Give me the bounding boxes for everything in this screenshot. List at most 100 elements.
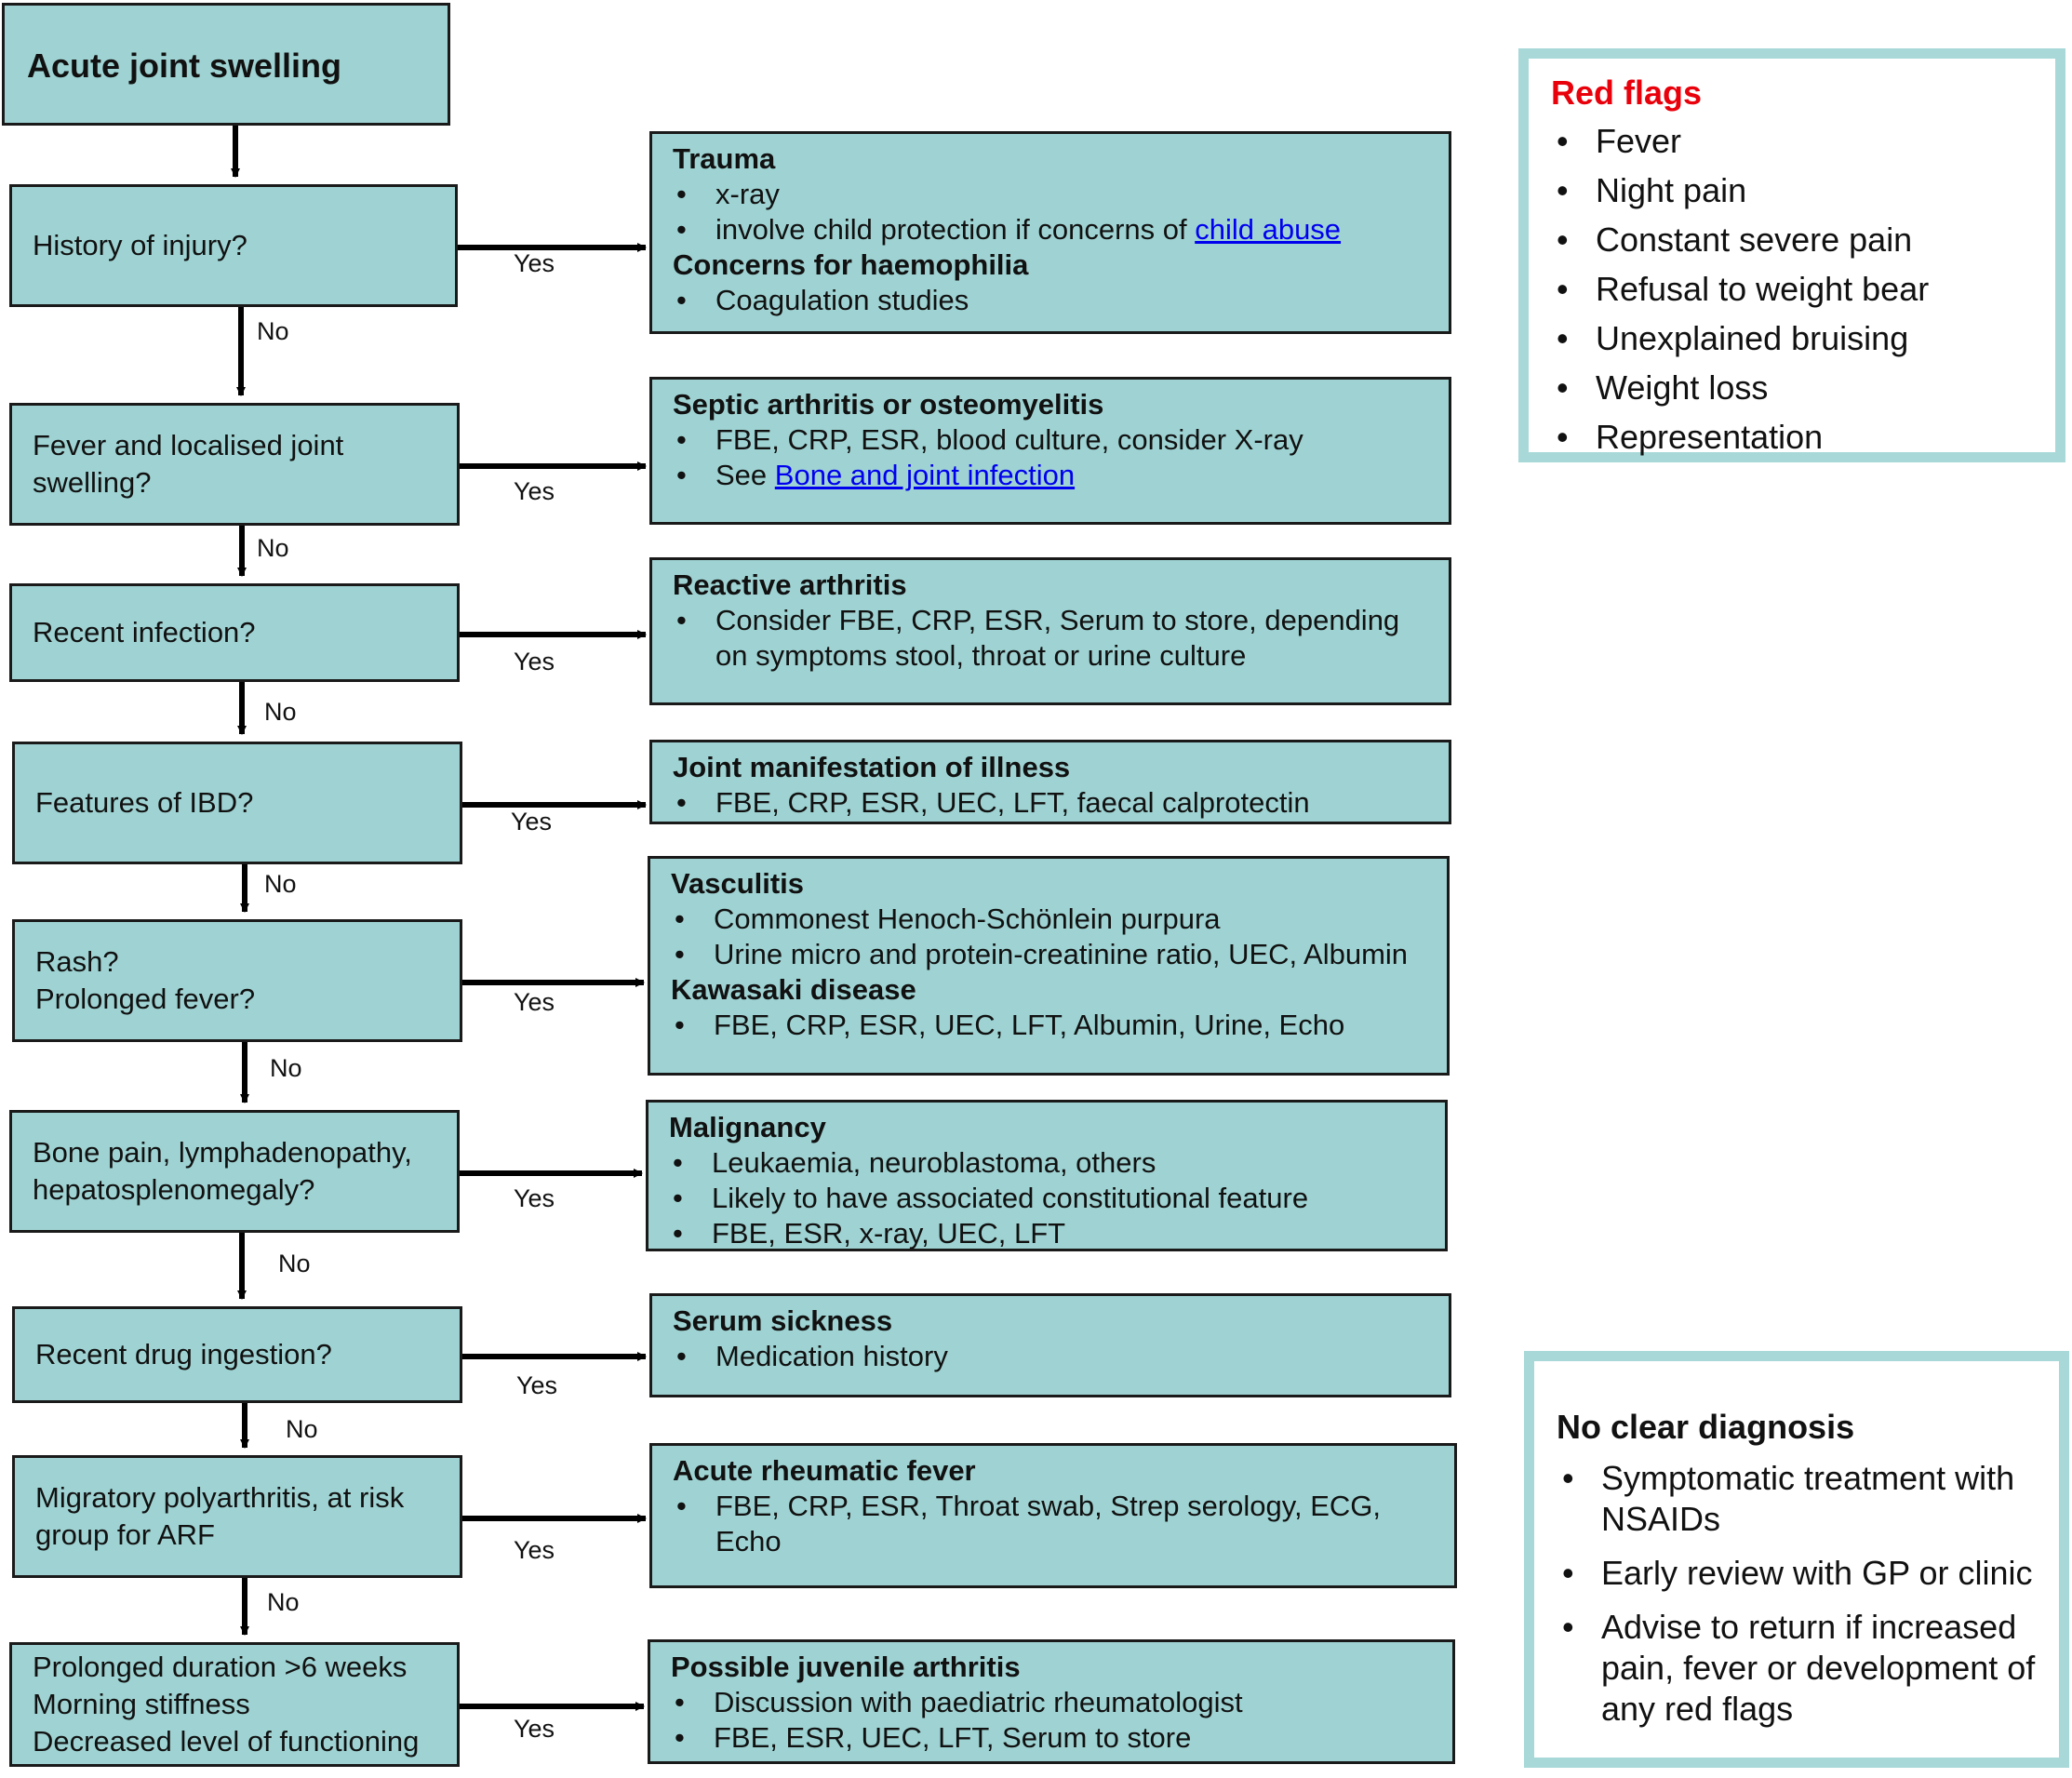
bullet-text: x-ray [715,178,780,210]
question-text: Migratory polyarthritis, at risk [35,1481,405,1514]
red-flags-title: Red flags [1551,74,1703,112]
yes-label: Yes [514,1715,555,1743]
result-heading: Vasculitis [671,867,805,900]
question-text: Recent infection? [33,616,256,648]
yes-label: Yes [514,477,555,505]
question-box: Rash? Prolonged fever? [12,919,462,1042]
bullet-text: FBE, CRP, ESR, UEC, LFT, faecal calprote… [715,786,1310,819]
bullet-text: Medication history [715,1340,948,1372]
red-flag-item: Representation [1551,412,2037,461]
result-list: Commonest Henoch-Schönlein purpuraUrine … [671,902,1426,972]
bullet-text: FBE, CRP, ESR, blood culture, consider X… [715,423,1303,456]
result-box: Reactive arthritisConsider FBE, CRP, ESR… [649,557,1451,705]
bullet-text: FBE, ESR, UEC, LFT, Serum to store [714,1721,1192,1754]
result-bullet: Discussion with paediatric rheumatologis… [671,1685,1432,1720]
result-heading: Septic arthritis or osteomyelitis [673,388,1104,421]
no-label: No [264,870,297,898]
result-list: FBE, CRP, ESR, Throat swab, Strep serolo… [673,1489,1434,1559]
result-heading: Kawasaki disease [671,973,916,1006]
bullet-text: FBE, CRP, ESR, Throat swab, Strep serolo… [715,1490,1381,1557]
result-bullet: Consider FBE, CRP, ESR, Serum to store, … [673,603,1428,674]
start-box: Acute joint swelling [2,3,450,126]
start-title: Acute joint swelling [27,47,342,85]
result-heading: Serum sickness [673,1304,893,1337]
yes-label: Yes [511,808,553,836]
result-box: Serum sicknessMedication history [649,1293,1451,1397]
no-label: No [286,1415,318,1443]
question-text: Features of IBD? [35,786,254,819]
result-box: MalignancyLeukaemia, neuroblastoma, othe… [646,1100,1448,1251]
result-box: Acute rheumatic feverFBE, CRP, ESR, Thro… [649,1443,1457,1588]
result-list: FBE, CRP, ESR, UEC, LFT, Albumin, Urine,… [671,1008,1426,1043]
bullet-text: Consider FBE, CRP, ESR, Serum to store, … [715,604,1400,672]
result-bullet: Medication history [673,1339,1428,1374]
question-text: History of injury? [33,229,247,261]
result-box: VasculitisCommonest Henoch-Schönlein pur… [648,856,1450,1076]
question-box: Recent infection? [9,583,460,682]
question-box: Bone pain, lymphadenopathy, hepatosplenom… [9,1110,460,1233]
result-box: Traumax-rayinvolve child protection if c… [649,131,1451,334]
result-heading: Reactive arthritis [673,568,907,601]
result-box: Possible juvenile arthritisDiscussion wi… [648,1639,1455,1764]
link[interactable]: child abuse [1195,213,1342,246]
bullet-text: Commonest Henoch-Schönlein purpura [714,902,1221,935]
result-list: FBE, CRP, ESR, blood culture, consider X… [673,422,1428,493]
red-flag-item: Refusal to weight bear [1551,264,2037,314]
question-box: History of injury? [9,184,458,307]
question-box: Migratory polyarthritis, at risk group fo… [12,1455,462,1578]
result-bullet: FBE, CRP, ESR, UEC, LFT, Albumin, Urine,… [671,1008,1426,1043]
no-diagnosis-list: Symptomatic treatment with NSAIDsEarly r… [1557,1458,2044,1730]
no-label: No [270,1054,302,1082]
result-bullet: involve child protection if concerns of … [673,212,1428,247]
bullet-text: Urine micro and protein-creatinine ratio… [714,938,1409,970]
result-bullet: FBE, ESR, UEC, LFT, Serum to store [671,1720,1432,1756]
result-heading: Concerns for haemophilia [673,248,1029,281]
question-box: Features of IBD? [12,742,462,864]
no-diagnosis-item: Early review with GP or clinic [1557,1553,2044,1594]
question-text: hepatosplenomegaly? [33,1173,315,1206]
result-heading: Joint manifestation of illness [673,751,1071,783]
question-text: Prolonged fever? [35,983,256,1015]
no-label: No [257,534,289,562]
result-list: Discussion with paediatric rheumatologis… [671,1685,1432,1756]
red-flag-item: Constant severe pain [1551,215,2037,264]
result-bullet: FBE, CRP, ESR, Throat swab, Strep serolo… [673,1489,1434,1559]
result-heading: Possible juvenile arthritis [671,1651,1021,1683]
question-text: Recent drug ingestion? [35,1338,332,1370]
result-box: Septic arthritis or osteomyelitisFBE, CR… [649,377,1451,525]
result-bullet: x-ray [673,177,1428,212]
red-flags-panel: Red flags FeverNight painConstant severe… [1518,48,2065,462]
question-text: Prolonged duration >6 weeks [33,1651,408,1683]
result-bullet: Likely to have associated constitutional… [669,1181,1424,1216]
result-heading: Acute rheumatic fever [673,1454,976,1487]
result-heading: Trauma [673,142,776,175]
result-list: Leukaemia, neuroblastoma, othersLikely t… [669,1145,1424,1251]
result-heading: Malignancy [669,1111,826,1143]
result-list: Consider FBE, CRP, ESR, Serum to store, … [673,603,1428,674]
no-label: No [267,1588,300,1616]
no-label: No [264,698,297,726]
question-text: Bone pain, lymphadenopathy, [33,1136,412,1169]
red-flag-item: Night pain [1551,166,2037,215]
link[interactable]: Bone and joint infection [774,459,1076,491]
bullet-text: Coagulation studies [715,284,969,316]
bullet-text: Likely to have associated constitutional… [712,1182,1309,1214]
question-text: Rash? [35,945,119,978]
yes-label: Yes [514,988,555,1016]
red-flag-item: Weight loss [1551,363,2037,412]
question-box: Recent drug ingestion? [12,1306,462,1403]
question-text: group for ARF [35,1518,215,1551]
result-bullet: FBE, CRP, ESR, UEC, LFT, faecal calprote… [673,785,1428,821]
result-box: Joint manifestation of illnessFBE, CRP, … [649,740,1451,824]
result-bullet: Coagulation studies [673,283,1428,318]
no-label: No [278,1250,311,1277]
question-text: Decreased level of functioning [33,1725,420,1758]
bullet-text: FBE, CRP, ESR, UEC, LFT, Albumin, Urine,… [714,1009,1345,1041]
result-bullet: Leukaemia, neuroblastoma, others [669,1145,1424,1181]
yes-label: Yes [514,1536,555,1564]
bullet-text: Discussion with paediatric rheumatologis… [714,1686,1243,1718]
result-bullet: FBE, CRP, ESR, blood culture, consider X… [673,422,1428,458]
